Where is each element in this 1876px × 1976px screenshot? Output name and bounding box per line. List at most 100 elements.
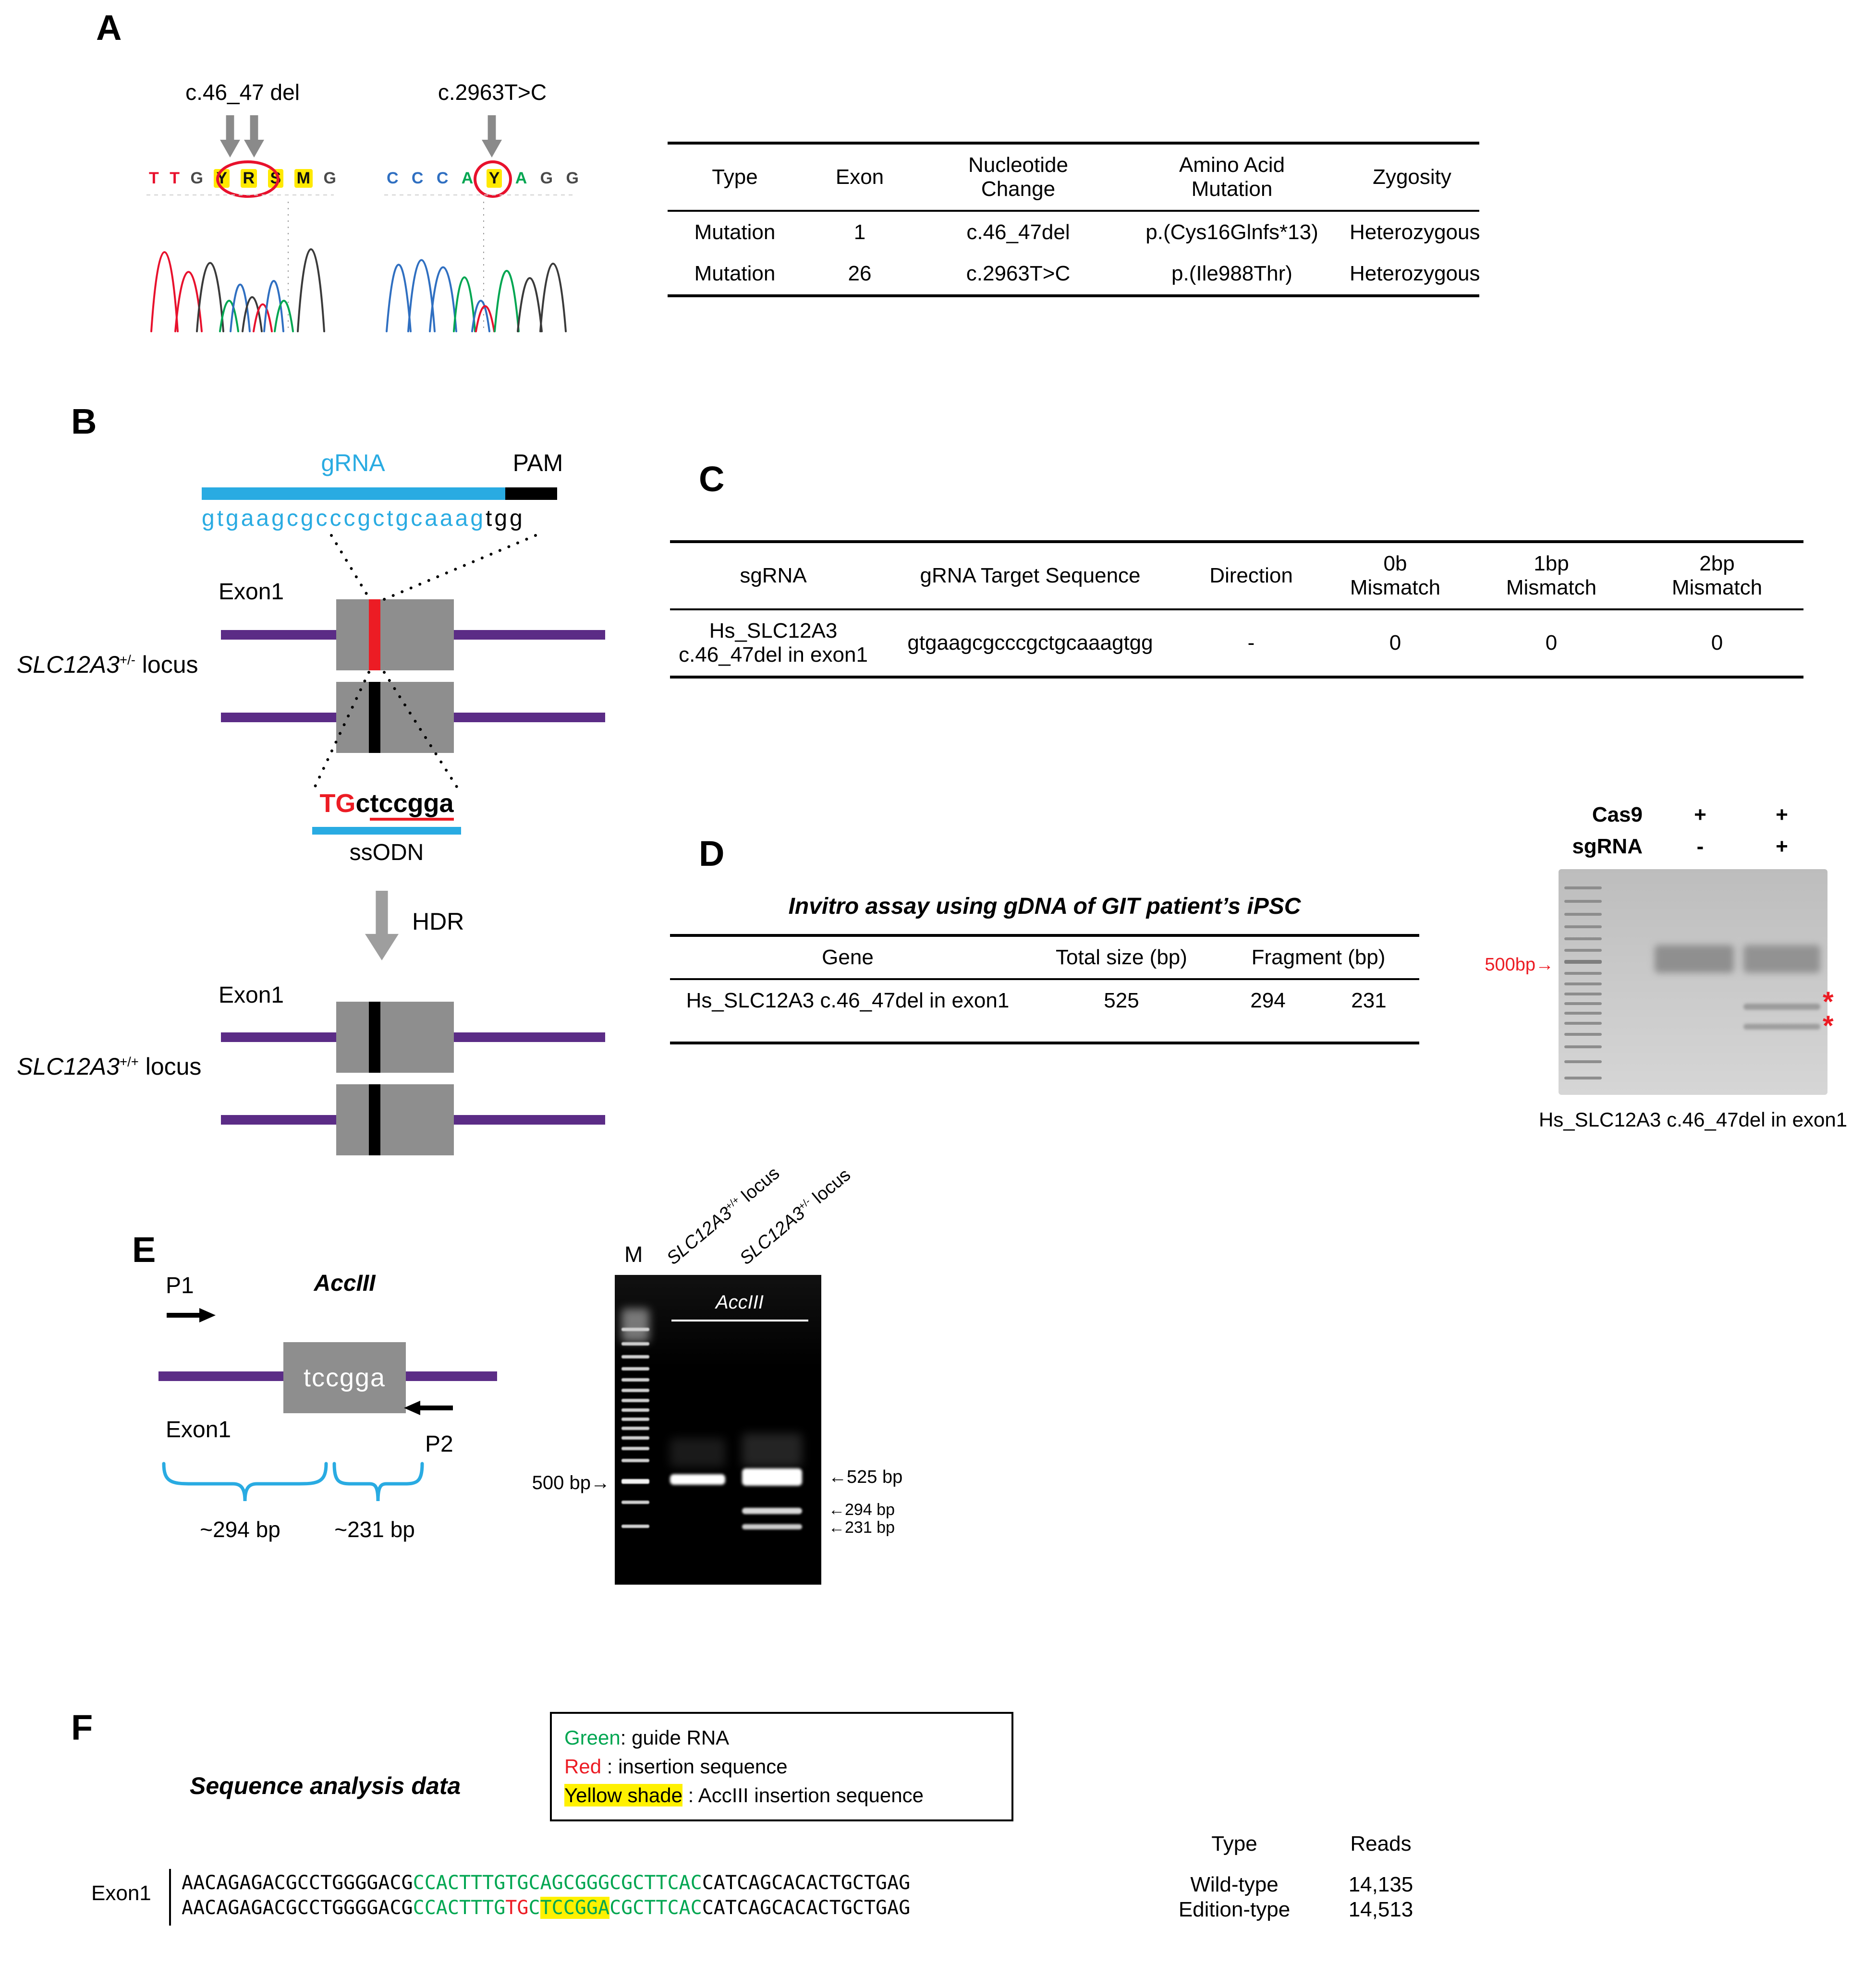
genotype-superscript: +/+ xyxy=(120,1054,139,1069)
cell: p.(Ile988Thr) xyxy=(1171,262,1292,285)
cut-band-294 xyxy=(1743,1004,1820,1010)
cell: Hs_SLC12A3 c.46_47del in exon1 xyxy=(686,989,1010,1012)
cell: p.(Cys16Glnfs*13) xyxy=(1145,220,1318,244)
cut-band-231 xyxy=(1743,1024,1820,1030)
col-nucleotide-change: Nucleotide Change xyxy=(917,143,1119,212)
locus-line xyxy=(454,630,605,640)
sgrna-lane1-sign: - xyxy=(1696,835,1704,858)
genotype-superscript: +/- xyxy=(120,652,135,667)
exon1-label: Exon1 xyxy=(219,579,284,605)
acciii-gel-label: AccIII xyxy=(715,1292,764,1313)
pam-bar xyxy=(505,487,557,500)
legend-green-key: Green xyxy=(564,1726,621,1749)
exon1-row-label: Exon1 xyxy=(91,1881,151,1905)
exon-box-mutant xyxy=(336,599,454,670)
gene-name: SLC12A3 xyxy=(17,651,120,678)
ladder-band xyxy=(621,1342,649,1346)
table-row: Mutation 26 c.2963T>C p.(Ile988Thr) Hete… xyxy=(668,253,1480,296)
insertion-bases: TG xyxy=(319,789,356,818)
ladder-band xyxy=(1564,900,1602,903)
col-0b-mismatch: 0b Mismatch xyxy=(1318,542,1472,610)
band-label-231: ←231 bp xyxy=(828,1518,895,1537)
acciii-insertion-sequence: TCCGGA xyxy=(540,1897,610,1919)
gene-name: SLC12A3 xyxy=(736,1203,809,1269)
acciii-underline xyxy=(671,1320,808,1321)
invitro-gel-image xyxy=(1559,869,1827,1095)
legend-green-text: : guide RNA xyxy=(620,1726,730,1749)
ladder-band xyxy=(621,1525,649,1528)
invitro-assay-title: Invitro assay using gDNA of GIT patient’… xyxy=(788,894,1301,919)
ladder-band xyxy=(1564,913,1602,916)
base-letter: G xyxy=(566,169,579,187)
ladder-band xyxy=(1564,1077,1602,1079)
sgrna-label: sgRNA xyxy=(1572,835,1643,858)
panel-b-label: B xyxy=(71,401,97,441)
ladder-band xyxy=(1564,1002,1602,1005)
cell: - xyxy=(1247,631,1255,655)
cell: Mutation xyxy=(694,220,776,244)
flank-3prime: CATCAGCACACTGCTGAG xyxy=(702,1872,911,1894)
cas9-lane2-sign: + xyxy=(1776,803,1788,826)
col-target-sequence: gRNA Target Sequence xyxy=(877,542,1184,610)
down-arrow-icon xyxy=(482,115,502,158)
col-reads-header: Reads xyxy=(1350,1832,1412,1855)
grna-bar xyxy=(202,487,505,500)
gene-name: SLC12A3 xyxy=(17,1053,120,1080)
exon-box-corrected xyxy=(336,1002,454,1073)
uncut-band xyxy=(1743,945,1820,973)
hdr-arrow-icon xyxy=(365,891,399,960)
locus-line xyxy=(221,713,336,722)
table-row: Hs_SLC12A3 c.46_47del in exon1 525 294 2… xyxy=(670,979,1419,1043)
corrected-stripe xyxy=(369,1084,380,1155)
hdr-label: HDR xyxy=(412,908,464,935)
down-arrow-icon xyxy=(244,115,264,158)
lane-smear xyxy=(670,1438,725,1467)
pam-label: PAM xyxy=(512,449,563,476)
mutation-table: Type Exon Nucleotide Change Amino Acid M… xyxy=(668,142,1480,297)
ladder-band xyxy=(1564,937,1602,940)
cell: 26 xyxy=(848,262,872,285)
cell: 231 xyxy=(1351,989,1387,1012)
ladder-band xyxy=(621,1427,649,1430)
exon1-label: Exon1 xyxy=(166,1417,231,1443)
table-header-row: Gene Total size (bp) Fragment (bp) xyxy=(670,935,1419,980)
base-letter: G xyxy=(190,169,203,187)
panel-e-label: E xyxy=(132,1230,156,1270)
gel-500bp-marker: 500 bp→ xyxy=(532,1472,610,1493)
sequence-divider-line xyxy=(169,1869,171,1926)
invitro-assay-table: Gene Total size (bp) Fragment (bp) Hs_SL… xyxy=(670,934,1419,1044)
acciii-site-box: tccgga xyxy=(283,1342,406,1413)
cell: Mutation xyxy=(694,262,776,285)
base-letter-highlighted: M xyxy=(294,169,313,188)
primer-p2-arrow-icon xyxy=(404,1401,453,1415)
ladder-smear xyxy=(621,1309,649,1342)
ladder-band-500bp xyxy=(621,1479,649,1484)
base-letter: A xyxy=(461,169,474,187)
legend-red: Red : insertion sequence xyxy=(564,1752,999,1781)
uncut-band xyxy=(1655,945,1734,973)
table-header-row: sgRNA gRNA Target Sequence Direction 0b … xyxy=(670,542,1803,610)
locus-het-label: SLC12A3+/- locus xyxy=(17,651,198,679)
col-2bp-mismatch: 2bp Mismatch xyxy=(1631,542,1803,610)
grna-label: gRNA xyxy=(321,449,385,476)
locus-word: locus xyxy=(734,1163,784,1210)
asterisk-marker: * xyxy=(1823,1010,1834,1042)
col-sgrna: sgRNA xyxy=(670,542,877,610)
ladder-band xyxy=(1564,1012,1602,1015)
sequence-analysis-title: Sequence analysis data xyxy=(190,1772,461,1799)
asterisk-marker: * xyxy=(1823,986,1834,1018)
locus-word: locus xyxy=(135,651,198,678)
legend-red-key: Red xyxy=(564,1755,602,1778)
ladder-band xyxy=(1564,949,1602,952)
col-gene: Gene xyxy=(670,935,1025,980)
cas9-label: Cas9 xyxy=(1592,803,1643,826)
locus-word: locus xyxy=(138,1053,202,1080)
down-arrow-icon xyxy=(220,115,240,158)
gel-500bp-marker: 500bp→ xyxy=(1485,955,1554,975)
ladder-band xyxy=(621,1436,649,1440)
locus-word: locus xyxy=(805,1164,855,1211)
ladder-band xyxy=(621,1378,649,1382)
ladder-band xyxy=(1564,1060,1602,1063)
chromatogram1-title: c.46_47 del xyxy=(185,80,300,105)
cell: gtgaagcgcccgctgcaaagtgg xyxy=(907,631,1153,655)
